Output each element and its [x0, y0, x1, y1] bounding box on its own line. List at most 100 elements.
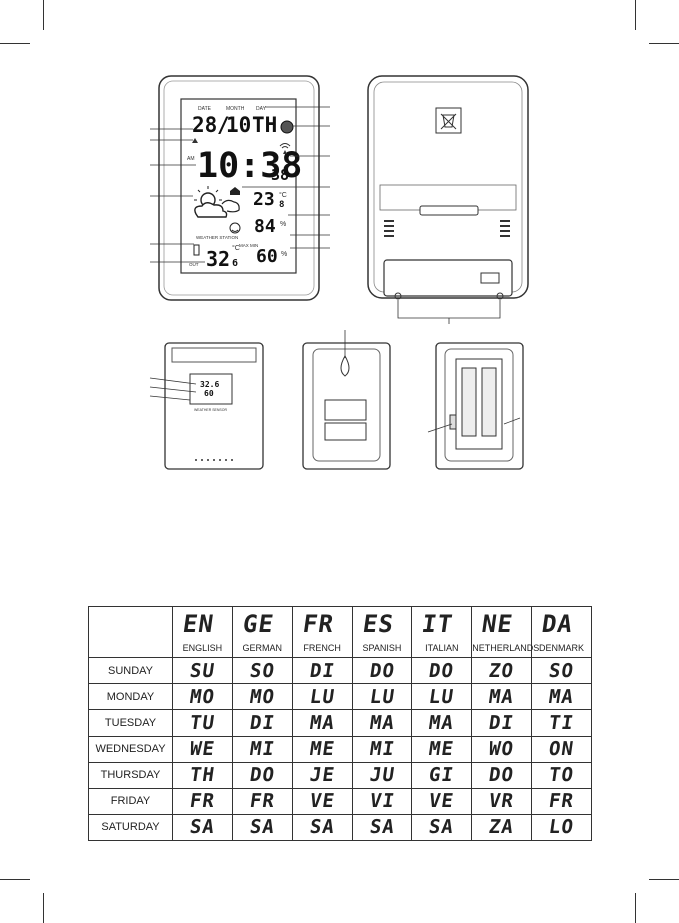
- day-abbr-cell: DO: [351, 657, 413, 685]
- day-abbr: VE: [427, 790, 456, 813]
- svg-text:%: %: [281, 251, 287, 258]
- language-code: IT: [420, 610, 456, 639]
- day-abbr-cell: MI: [231, 735, 293, 763]
- language-name: DENMARK: [539, 643, 585, 654]
- day-name: TUESDAY: [88, 709, 173, 737]
- day-abbr: TO: [547, 764, 576, 787]
- main-unit-back: [367, 75, 529, 324]
- day-abbr-cell: ZA: [471, 813, 533, 842]
- svg-text:DAY: DAY: [256, 106, 267, 112]
- day-abbr: FR: [547, 790, 576, 813]
- day-abbr-cell: TI: [531, 709, 592, 737]
- day-abbr-cell: SO: [231, 657, 293, 685]
- svg-text:WEATHER STATION: WEATHER STATION: [196, 235, 238, 240]
- weather-forecast-icon: [194, 186, 240, 218]
- language-code: ES: [360, 610, 396, 639]
- day-name: SATURDAY: [88, 813, 173, 842]
- svg-text:6: 6: [232, 258, 238, 269]
- day-abbr-cell: LO: [531, 813, 592, 842]
- day-abbr: MO: [188, 685, 217, 708]
- day-abbr-cell: GI: [411, 761, 473, 789]
- day-abbr-cell: SA: [291, 813, 353, 842]
- day-abbr: TI: [547, 711, 576, 734]
- day-abbr-cell: FR: [531, 787, 592, 815]
- day-abbr-cell: LU: [411, 683, 473, 711]
- day-abbr: WO: [487, 738, 516, 761]
- day-abbr: DO: [487, 764, 516, 787]
- day-abbr: LU: [308, 685, 337, 708]
- corner-cell: [88, 605, 173, 659]
- day-abbr: DO: [427, 659, 456, 682]
- sensor-battery-compartment: [427, 342, 524, 470]
- language-code: GE: [240, 610, 276, 639]
- day-abbr: SU: [188, 659, 217, 682]
- svg-text:84: 84: [254, 216, 276, 237]
- svg-text:60: 60: [256, 246, 278, 267]
- day-name: MONDAY: [88, 683, 173, 711]
- day-abbr: SA: [308, 816, 337, 839]
- day-abbr: DO: [367, 659, 396, 682]
- sensor-back: [302, 330, 391, 470]
- day-abbr: GI: [427, 764, 456, 787]
- day-abbr-cell: FR: [172, 787, 233, 815]
- day-abbr: WE: [188, 738, 217, 761]
- svg-text:%: %: [280, 221, 286, 228]
- day-abbr-cell: DO: [471, 761, 533, 789]
- day-abbr: ON: [547, 738, 576, 761]
- day-name: WEDNESDAY: [88, 735, 173, 763]
- svg-text:°C: °C: [232, 244, 240, 252]
- day-abbr-cell: LU: [351, 683, 413, 711]
- day-abbr-cell: VR: [471, 787, 533, 815]
- day-abbr: SO: [547, 659, 576, 682]
- svg-text:OUT: OUT: [189, 262, 199, 267]
- day-abbr-cell: MA: [351, 709, 413, 737]
- day-abbr-cell: SU: [172, 657, 233, 685]
- day-name: FRIDAY: [88, 787, 173, 815]
- svg-text:MAX MIN: MAX MIN: [239, 243, 258, 248]
- svg-text:8: 8: [279, 200, 284, 210]
- house-icon: [230, 187, 240, 195]
- sensor-front: 32.6 60 WEATHER SENSOR: [149, 342, 264, 470]
- day-abbr: ZO: [487, 659, 516, 682]
- day-abbr-cell: ME: [411, 735, 473, 763]
- day-abbr: MA: [308, 711, 337, 734]
- day-abbr: VR: [487, 790, 516, 813]
- language-code: FR: [300, 610, 336, 639]
- day-abbr-cell: VE: [411, 787, 473, 815]
- comfort-face-icon: [229, 222, 241, 234]
- day-abbr-cell: JE: [291, 761, 353, 789]
- day-abbr-cell: VE: [291, 787, 353, 815]
- day-abbr: VI: [367, 790, 396, 813]
- day-abbr: SA: [367, 816, 396, 839]
- day-abbr: SA: [427, 816, 456, 839]
- language-code: EN: [181, 610, 216, 639]
- day-abbr-cell: DO: [411, 657, 473, 685]
- day-abbr-cell: ME: [291, 735, 353, 763]
- day-abbr: DI: [308, 659, 337, 682]
- svg-text:AM: AM: [187, 156, 195, 162]
- day-name: THURSDAY: [88, 761, 173, 789]
- day-name: SUNDAY: [88, 657, 173, 685]
- day-abbr-cell: FR: [231, 787, 293, 815]
- day-abbr-cell: WE: [172, 735, 233, 763]
- day-abbr-cell: SA: [231, 813, 293, 842]
- day-abbr: MI: [367, 738, 396, 761]
- day-abbr-cell: MO: [172, 683, 233, 711]
- day-abbr-cell: TU: [172, 709, 233, 737]
- day-abbr-cell: ON: [531, 735, 592, 763]
- day-abbr: MA: [367, 711, 396, 734]
- day-abbr-cell: ZO: [471, 657, 533, 685]
- language-name: FRENCH: [303, 643, 341, 654]
- day-abbr: FR: [188, 790, 217, 813]
- day-abbr-cell: MA: [471, 683, 533, 711]
- svg-text:/: /: [217, 113, 230, 137]
- day-abbr: MO: [248, 685, 277, 708]
